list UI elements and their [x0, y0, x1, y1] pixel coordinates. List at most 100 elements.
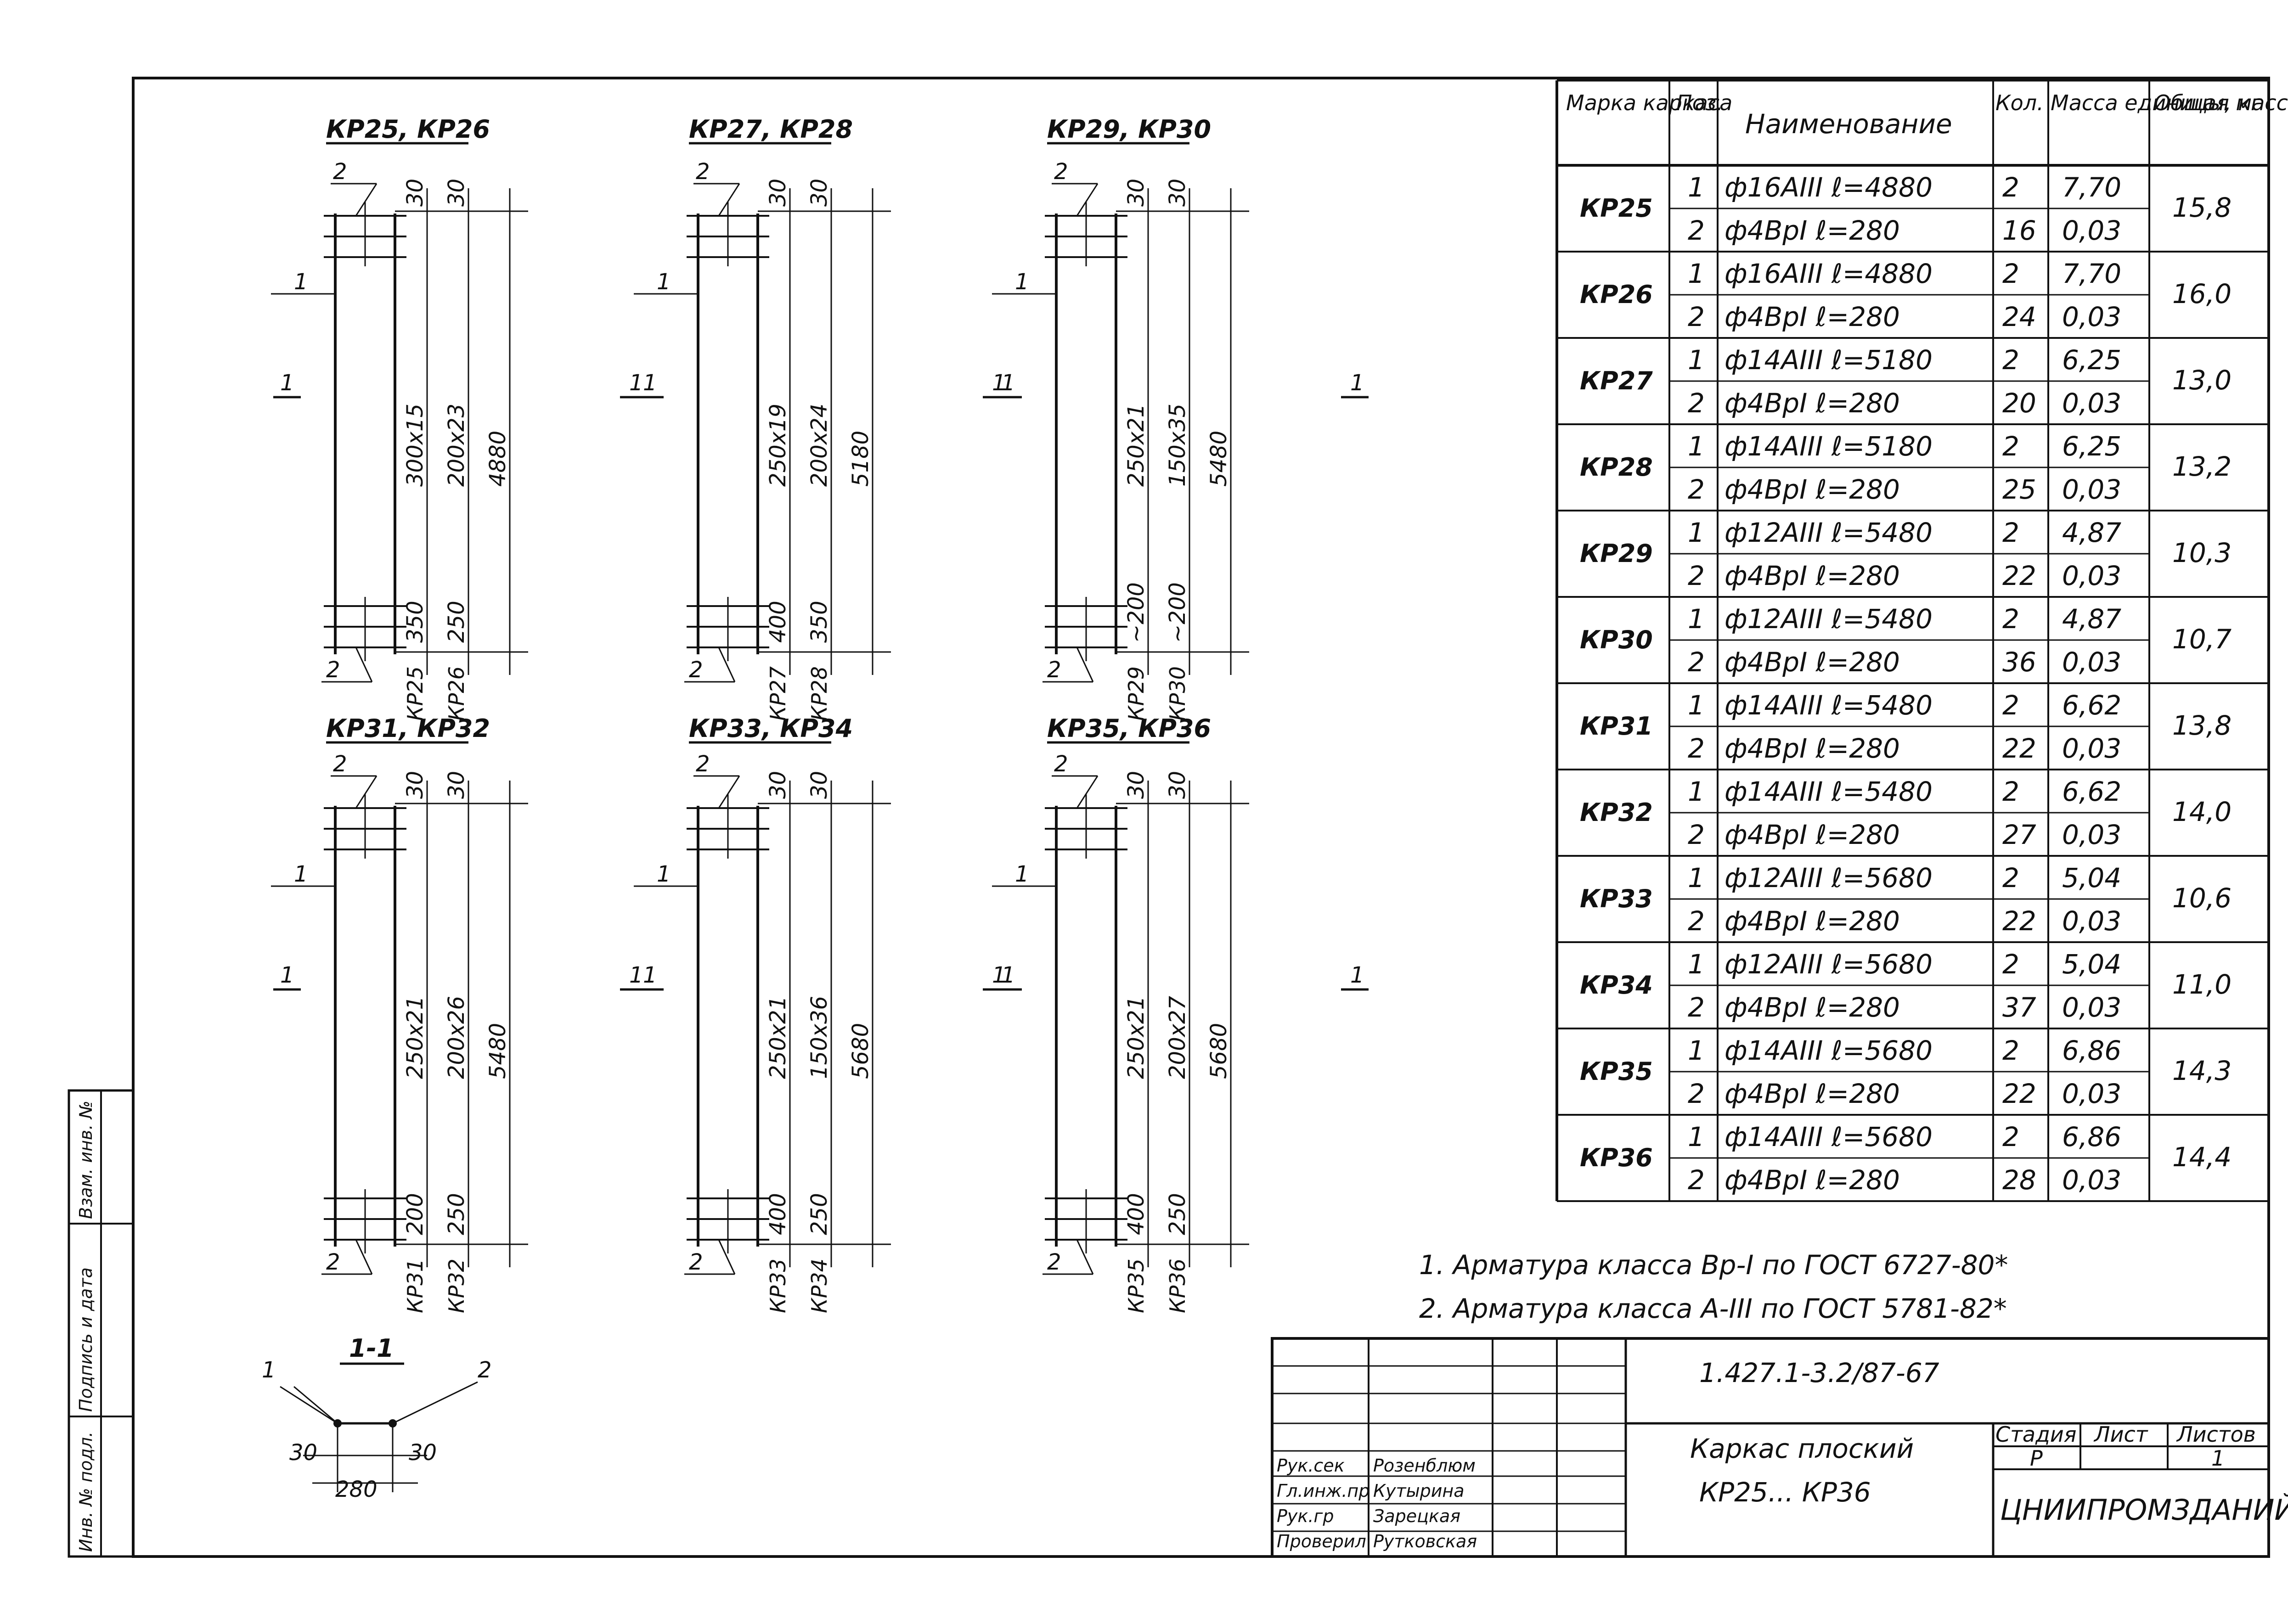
item-mass: 0,03: [2062, 819, 2121, 850]
top-offset: 30: [1165, 771, 1190, 799]
item-name: ф12АIII ℓ=5480: [1724, 517, 1933, 548]
dimension-value: 4880: [485, 431, 511, 487]
signer-name: Зарецкая: [1373, 1506, 1460, 1526]
row-total-mass: 14,4: [2172, 1141, 2232, 1173]
item-name: ф14АIII ℓ=5180: [1724, 431, 1933, 462]
item-name: ф4ВрI ℓ=280: [1724, 905, 1900, 937]
cage-mark: КР28: [807, 666, 832, 721]
signer-role: Проверил: [1277, 1531, 1366, 1551]
header-mark: Марка каркаса: [1566, 90, 1732, 115]
bottom-offset: ~200: [1165, 582, 1190, 643]
item-qty: 16: [2002, 215, 2036, 246]
top-offset: 30: [806, 179, 832, 207]
cage-mark: КР35: [1124, 1259, 1149, 1313]
dimension-value: 5680: [848, 1023, 873, 1079]
item-pos: 1: [1688, 690, 1705, 721]
item-pos: 1: [1688, 517, 1705, 548]
item-qty: 22: [2002, 1078, 2036, 1109]
item-name: ф14АIII ℓ=5680: [1724, 1121, 1933, 1152]
item-qty: 37: [2002, 992, 2036, 1023]
header-qty: Кол.: [1995, 90, 2044, 115]
stage-value: Р: [2030, 1446, 2043, 1471]
bottom-offset: 350: [402, 601, 428, 643]
row-total-mass: 10,3: [2172, 537, 2232, 568]
item-mass: 5,04: [2062, 949, 2121, 980]
item-qty: 2: [2002, 517, 2019, 548]
row-total-mass: 13,8: [2172, 710, 2232, 741]
item-pos: 1: [1688, 172, 1705, 203]
item-name: ф14АIII ℓ=5680: [1724, 1035, 1933, 1066]
item-mass: 7,70: [2062, 172, 2121, 203]
item-pos: 2: [1688, 215, 1705, 246]
pos-1-label: 1: [1015, 861, 1029, 887]
signer-role: Рук.сек: [1277, 1455, 1345, 1476]
dimension-value: 200x26: [444, 996, 469, 1079]
top-offset: 30: [765, 771, 791, 799]
item-name: ф12АIII ℓ=5680: [1724, 862, 1933, 893]
item-mass: 0,03: [2062, 992, 2121, 1023]
item-mass: 0,03: [2062, 215, 2121, 246]
item-mass: 0,03: [2062, 1078, 2121, 1109]
signer-name: Розенблюм: [1373, 1455, 1476, 1476]
row-mark: КР27: [1580, 366, 1653, 395]
doc-code: 1.427.1-3.2/87-67: [1699, 1357, 1939, 1388]
dimension-value: 200x24: [806, 404, 832, 487]
pos-2-label: 2: [326, 657, 340, 683]
row-mark: КР25: [1580, 194, 1653, 223]
section-1-1: 1-1 1 2 30 30 280: [262, 1334, 492, 1502]
section-mark-right: 1: [1350, 962, 1364, 988]
cage-title: КР35, КР36: [1047, 714, 1211, 743]
item-qty: 2: [2002, 603, 2019, 635]
item-pos: 2: [1688, 992, 1705, 1023]
item-qty: 20: [2002, 388, 2036, 419]
cage-title: КР31, КР32: [326, 714, 490, 743]
row-total-mass: 14,0: [2172, 796, 2232, 827]
dimension-value: 150x36: [806, 996, 832, 1079]
item-pos: 2: [1688, 560, 1705, 591]
section-mark-left: 1: [280, 962, 294, 988]
item-pos: 1: [1688, 949, 1705, 980]
item-qty: 36: [2002, 646, 2036, 678]
dimension-value: 5480: [1206, 431, 1232, 487]
top-offset: 30: [765, 179, 791, 207]
item-qty: 22: [2002, 905, 2036, 937]
section-label-1: 1: [262, 1357, 276, 1383]
item-qty: 2: [2002, 172, 2019, 203]
row-mark: КР35: [1580, 1057, 1653, 1086]
row-mark: КР28: [1580, 453, 1653, 482]
top-offset: 30: [444, 771, 469, 799]
item-qty: 27: [2002, 819, 2036, 850]
item-mass: 0,03: [2062, 474, 2121, 505]
header-total-mass: Общая масса, кг: [2154, 90, 2288, 115]
bottom-offset: 200: [402, 1193, 428, 1235]
item-name: ф4ВрI ℓ=280: [1724, 992, 1900, 1023]
cage-mark: КР29: [1124, 666, 1149, 721]
top-offset: 30: [444, 179, 469, 207]
dimension-value: 250x21: [1123, 996, 1149, 1079]
bottom-offset: 250: [444, 601, 469, 643]
item-name: ф14АIII ℓ=5480: [1724, 776, 1933, 807]
section-mark-left: 1: [280, 370, 294, 396]
signer-role: Гл.инж.пр: [1277, 1481, 1369, 1501]
item-qty: 2: [2002, 776, 2019, 807]
header-pos: Поз.: [1676, 90, 1723, 115]
bottom-offset: 250: [444, 1193, 469, 1235]
item-name: ф16АIII ℓ=4880: [1724, 172, 1933, 203]
note-1: 1. Арматура класса Вр-I по ГОСТ 6727-80*: [1419, 1249, 2008, 1281]
sheet-label: Лист: [2093, 1422, 2148, 1447]
item-name: ф4ВрI ℓ=280: [1724, 733, 1900, 764]
row-total-mass: 10,6: [2172, 882, 2232, 914]
item-pos: 1: [1688, 1035, 1705, 1066]
item-name: ф12АIII ℓ=5480: [1724, 603, 1933, 635]
section-mark-left: 1: [643, 370, 657, 396]
stamp-replace-label: Взам. инв. №: [76, 1101, 96, 1219]
item-mass: 0,03: [2062, 388, 2121, 419]
top-offset: 30: [402, 771, 428, 799]
section-mark-left: 1: [643, 962, 657, 988]
bottom-offset: ~200: [1123, 582, 1149, 643]
row-total-mass: 13,2: [2172, 451, 2232, 482]
